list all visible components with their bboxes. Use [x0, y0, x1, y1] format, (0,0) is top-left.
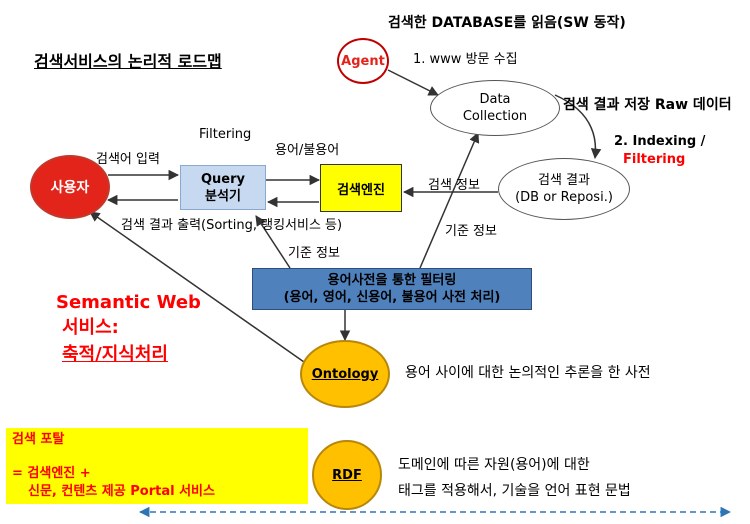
search-portal-box: 검색 포탈 = 검색엔진 + 신문, 컨텐츠 제공 Portal 서비스	[6, 428, 308, 504]
query-parser-line-2: 분석기	[205, 188, 241, 204]
ontology-description: 용어 사이에 대한 논의적인 추론을 한 사전	[405, 365, 651, 381]
diagram-title: 검색서비스의 논리적 로드맵	[34, 52, 222, 71]
rdf-description-1: 도메인에 따른 자원(용어)에 대한	[398, 457, 590, 473]
www-collect-label: 1. www 방문 수집	[413, 52, 518, 67]
search-result-line-1: 검색 결과	[538, 173, 590, 188]
query-parser-line-1: Query	[200, 171, 245, 187]
portal-line-1: = 검색엔진 +	[12, 466, 91, 481]
search-engine-node: 검색엔진	[320, 164, 402, 212]
filtering-label: Filtering	[199, 127, 252, 142]
term-stopword-label: 용어/불용어	[275, 143, 340, 158]
filter-dictionary-line-1: 용어사전을 통한 필터링	[327, 273, 457, 288]
filter-dictionary-node: 용어사전을 통한 필터링 (용어, 영어, 신용어, 불용어 사전 처리)	[252, 268, 532, 310]
rdf-description-2: 태그를 적용해서, 기술을 언어 표현 문법	[398, 483, 631, 499]
indexing-filtering-label: Filtering	[623, 152, 686, 167]
query-parser-node: Query 분석기	[180, 165, 266, 210]
agent-node: Agent	[337, 38, 389, 84]
data-collection-node: Data Collection	[430, 80, 560, 136]
arrow-ontology-to-user	[89, 211, 305, 363]
arrow-filter-to-query	[255, 215, 291, 269]
semantic-web-line-1: Semantic Web	[56, 292, 201, 313]
semantic-web-line-3: 축적/지식처리	[62, 344, 168, 365]
search-result-line-2: (DB or Reposi.)	[515, 190, 613, 205]
arrow-agent-to-collection	[387, 69, 439, 96]
semantic-web-line-2: 서비스:	[62, 317, 119, 338]
base-info-right-label: 기준 정보	[445, 224, 497, 239]
rdf-node: RDF	[312, 440, 382, 510]
data-collection-line-1: Data	[479, 92, 511, 107]
filter-dictionary-line-2: (용어, 영어, 신용어, 불용어 사전 처리)	[283, 290, 501, 305]
top-note: 검색한 DATABASE를 읽음(SW 동작)	[388, 15, 626, 31]
result-output-label: 검색 결과 출력(Sorting, 랭킹서비스 등)	[121, 218, 343, 233]
ontology-label: Ontology	[311, 366, 379, 382]
indexing-label: 2. Indexing /	[614, 134, 706, 149]
rdf-label: RDF	[332, 467, 362, 483]
portal-title: 검색 포탈	[12, 432, 65, 447]
ontology-node: Ontology	[300, 340, 390, 408]
arrow-filter-to-collection	[419, 132, 480, 269]
search-input-label: 검색어 입력	[96, 152, 160, 167]
agent-label: Agent	[341, 53, 385, 69]
portal-line-2: 신문, 컨텐츠 제공 Portal 서비스	[28, 484, 215, 499]
arrow-collection-to-result	[554, 94, 602, 160]
search-engine-label: 검색엔진	[337, 182, 385, 198]
save-raw-label: 검색 결과 저장 Raw 데이터	[563, 97, 732, 113]
search-result-node: 검색 결과 (DB or Reposi.)	[498, 158, 630, 220]
user-label: 사용자	[50, 180, 90, 196]
base-info-left-label: 기준 정보	[288, 246, 340, 261]
search-info-label: 검색 정보	[428, 178, 480, 193]
user-node: 사용자	[30, 155, 110, 219]
data-collection-line-2: Collection	[462, 109, 528, 124]
